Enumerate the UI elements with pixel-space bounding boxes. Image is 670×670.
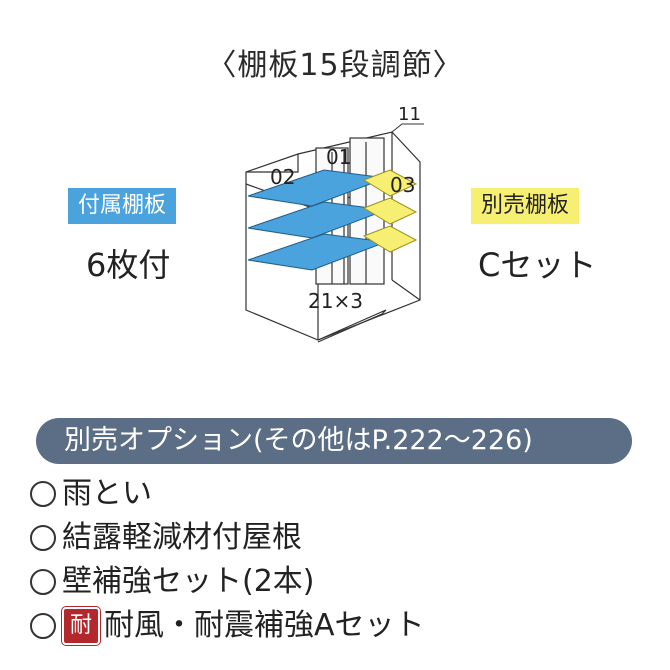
option-item: 結露軽減材付屋根 [30, 516, 425, 560]
circle-icon [30, 481, 56, 507]
yellow-shelf-2 [362, 197, 418, 225]
option-label: 結露軽減材付屋根 [62, 520, 302, 555]
options-list: 雨とい 結露軽減材付屋根 壁補強セット(2本) 耐 耐風・耐震補強Aセット [30, 472, 425, 648]
options-heading-bar: 別売オプション(その他はP.222〜226) [36, 418, 632, 464]
label-21x3: 21×3 [308, 289, 363, 313]
option-label: 壁補強セット(2本) [62, 564, 315, 599]
label-11: 11 [398, 104, 421, 125]
circle-icon [30, 613, 56, 639]
yellow-shelf-1 [362, 169, 418, 197]
optional-shelf-set: Cセット [478, 246, 597, 284]
option-item: 雨とい [30, 472, 425, 516]
page-title: 〈棚板15段調節〉 [206, 48, 464, 83]
wind-resistance-icon: 耐 [62, 607, 100, 645]
included-shelf-badge: 付属棚板 [68, 188, 177, 224]
label-03: 03 [390, 173, 415, 197]
label-01: 01 [326, 145, 351, 169]
circle-icon [30, 569, 56, 595]
option-item: 耐 耐風・耐震補強Aセット [30, 604, 425, 648]
option-label: 耐風・耐震補強Aセット [104, 608, 425, 643]
label-02: 02 [270, 165, 295, 189]
included-shelf-count: 6枚付 [86, 246, 171, 284]
cabinet-outline [245, 131, 421, 341]
circle-icon [30, 525, 56, 551]
option-label: 雨とい [62, 476, 152, 511]
option-item: 壁補強セット(2本) [30, 560, 425, 604]
shed-shelf-diagram: 11 02 01 03 21×3 [245, 104, 424, 343]
optional-shelf-badge: 別売棚板 [471, 188, 580, 224]
yellow-shelf-3 [362, 225, 418, 253]
